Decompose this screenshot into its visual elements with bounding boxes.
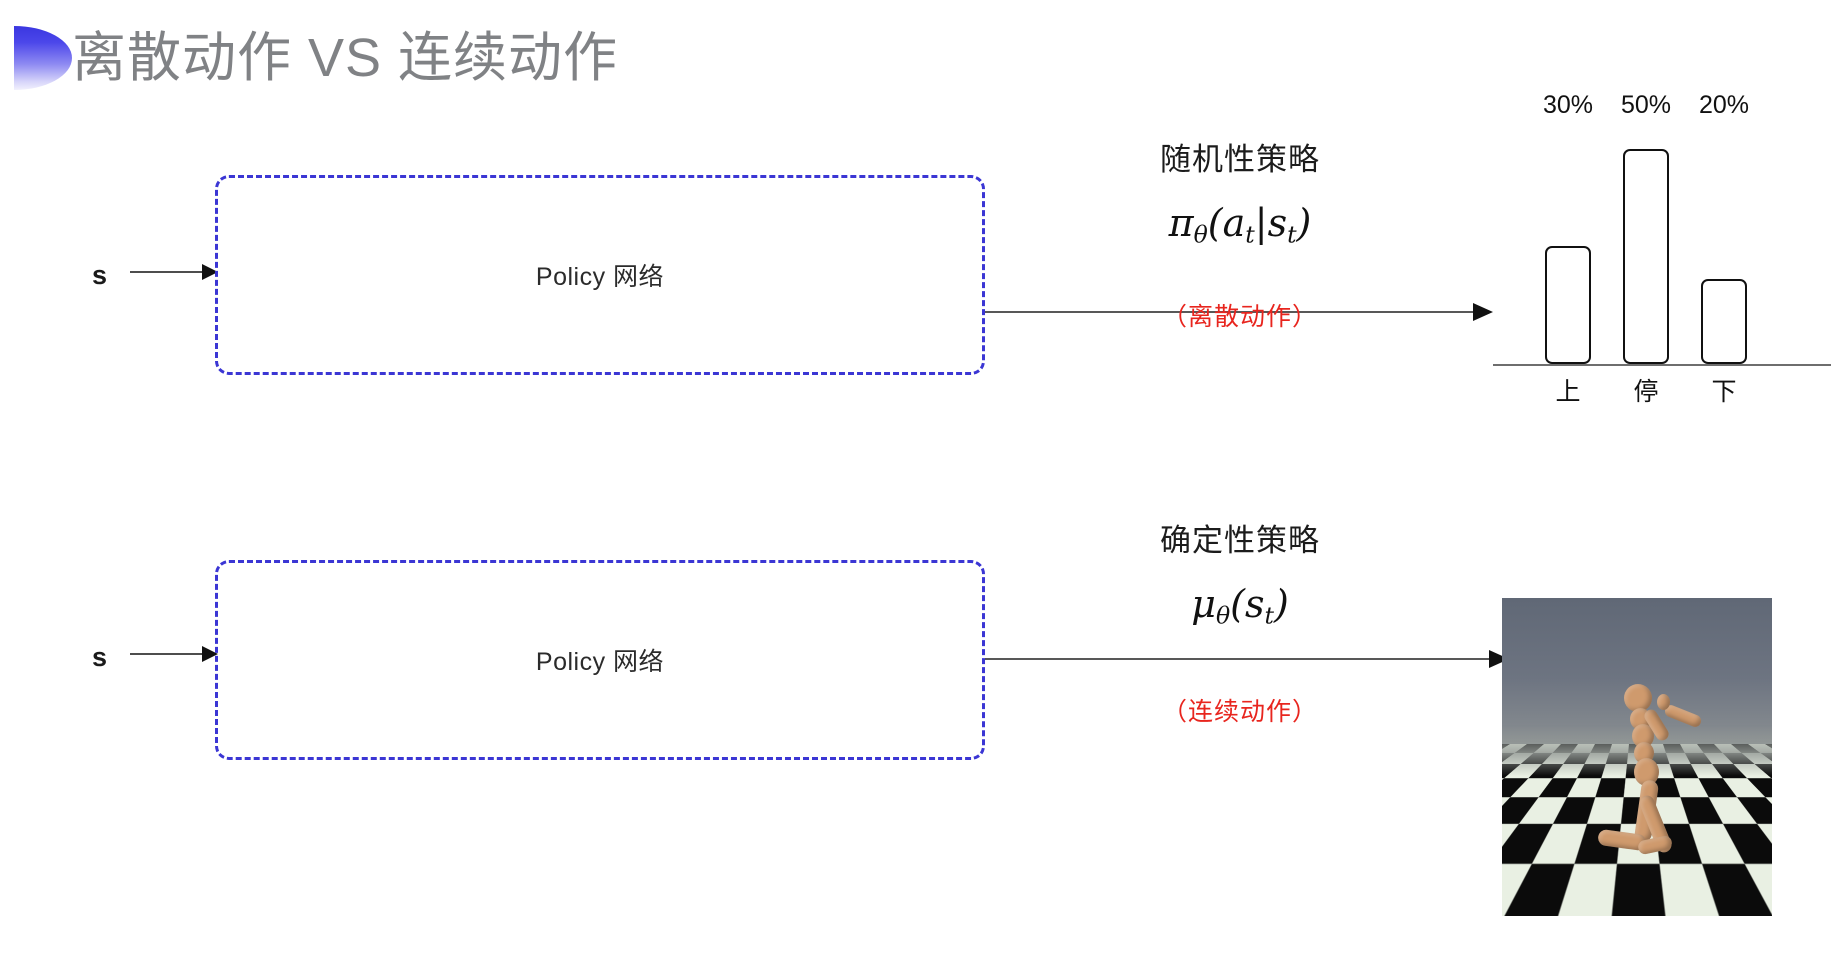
formula-mu: μ xyxy=(1191,582,1216,626)
chart-tick-label: 停 xyxy=(1623,372,1669,408)
formula-theta-sub: θ xyxy=(1216,602,1230,630)
humanoid-figure xyxy=(1502,598,1772,916)
state-input-arrow-continuous xyxy=(130,646,220,662)
bar-rect xyxy=(1545,246,1591,364)
bar-rect xyxy=(1701,279,1747,364)
formula-s-sub: t xyxy=(1264,602,1273,630)
deterministic-policy-annotation: 确定性策略 μθ(st) （连续动作） xyxy=(1090,515,1390,728)
arrow-shaft xyxy=(130,271,206,273)
formula-paren-close: ) xyxy=(1274,582,1289,626)
caption-discrete-action: （离散动作） xyxy=(1090,297,1390,333)
bar-column: 30% xyxy=(1545,128,1591,364)
policy-network-label-continuous: Policy 网络 xyxy=(218,642,982,678)
page-title: 离散动作 VS 连续动作 xyxy=(72,22,618,94)
formula-paren-open: ( xyxy=(1230,582,1245,626)
formula-a-sub: t xyxy=(1245,221,1254,249)
formula-bar: | xyxy=(1255,201,1268,245)
figure-hand xyxy=(1657,694,1670,710)
formula-s: s xyxy=(1245,582,1265,626)
discrete-action-row: s Policy 网络 随机性策略 πθ(at|st) （离散动作） 30% xyxy=(0,120,1846,500)
policy-network-label-discrete: Policy 网络 xyxy=(218,257,982,293)
formula-theta-sub: θ xyxy=(1194,221,1208,249)
formula-paren-close: ) xyxy=(1297,201,1312,245)
state-input-label-discrete: s xyxy=(92,260,107,291)
action-probability-bar-chart: 30% 50% 20% 上 停 下 xyxy=(1493,110,1838,410)
humanoid-simulation-image xyxy=(1502,598,1772,916)
chart-bars: 30% 50% 20% xyxy=(1545,128,1747,364)
state-input-arrow-discrete xyxy=(130,264,220,280)
caption-continuous-action: （连续动作） xyxy=(1090,692,1390,728)
formula-pi: π xyxy=(1169,201,1194,245)
figure-forearm xyxy=(1663,703,1703,728)
chart-tick-label: 下 xyxy=(1701,372,1747,408)
annotation-title-stochastic: 随机性策略 xyxy=(1090,134,1390,179)
bar-rect xyxy=(1623,149,1669,364)
bar-column: 50% xyxy=(1623,128,1669,364)
formula-s: s xyxy=(1268,201,1288,245)
half-circle-bullet-icon xyxy=(14,26,72,90)
bar-value-label: 20% xyxy=(1699,91,1749,120)
bar-value-label: 30% xyxy=(1543,91,1593,120)
continuous-action-row: s Policy 网络 确定性策略 μθ(st) （连续动作） xyxy=(0,560,1846,960)
chart-category-labels: 上 停 下 xyxy=(1545,372,1747,408)
arrow-head-icon xyxy=(1473,303,1493,321)
bar-column: 20% xyxy=(1701,128,1747,364)
bar-value-label: 50% xyxy=(1621,91,1671,120)
stochastic-policy-annotation: 随机性策略 πθ(at|st) （离散动作） xyxy=(1090,134,1390,333)
chart-x-axis xyxy=(1493,364,1831,366)
formula-deterministic-policy: μθ(st) xyxy=(1090,582,1390,630)
formula-a: a xyxy=(1223,201,1246,245)
chart-tick-label: 上 xyxy=(1545,372,1591,408)
policy-network-box-continuous[interactable]: Policy 网络 xyxy=(215,560,985,760)
formula-s-sub: t xyxy=(1287,221,1296,249)
arrow-shaft xyxy=(130,653,206,655)
annotation-title-deterministic: 确定性策略 xyxy=(1090,515,1390,560)
formula-paren-open: ( xyxy=(1208,201,1223,245)
state-input-label-continuous: s xyxy=(92,642,107,673)
policy-network-box-discrete[interactable]: Policy 网络 xyxy=(215,175,985,375)
formula-stochastic-policy: πθ(at|st) xyxy=(1090,201,1390,249)
